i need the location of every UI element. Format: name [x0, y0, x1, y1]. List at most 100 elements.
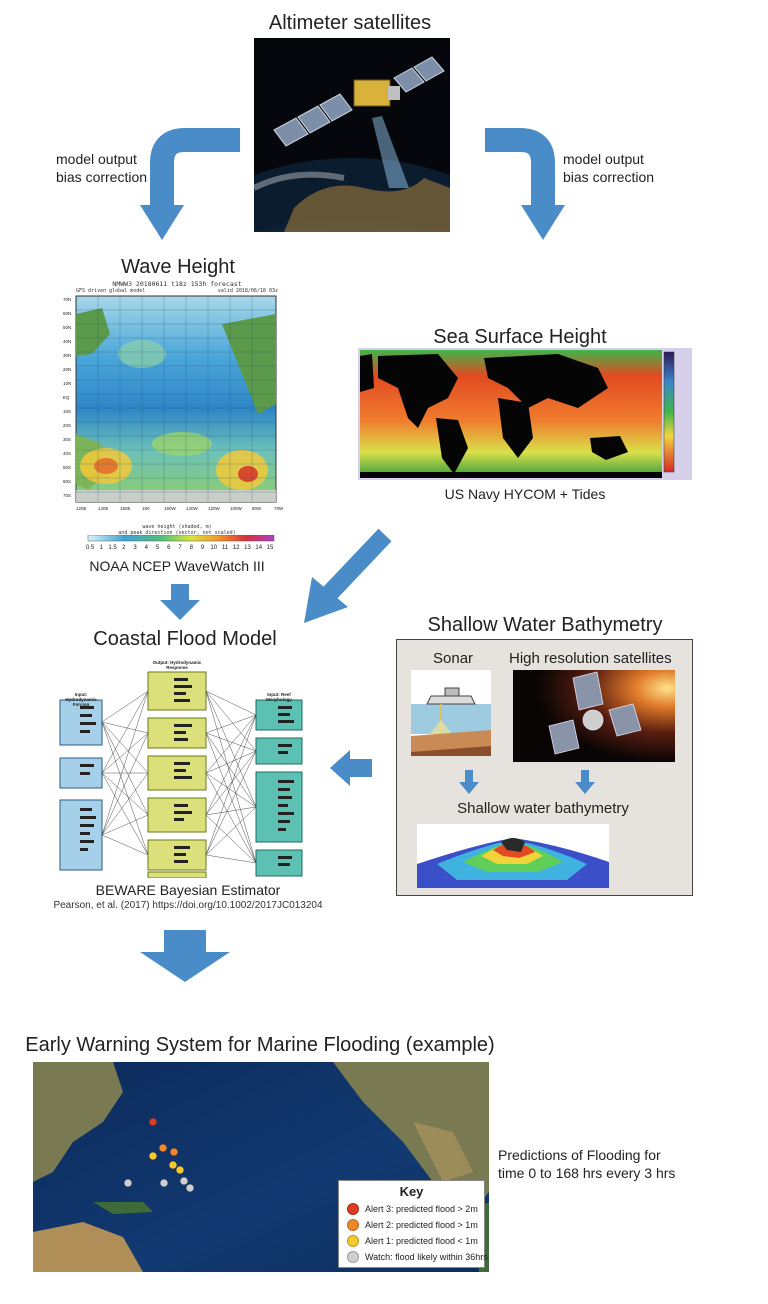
- colorbar-tick-label: 14: [255, 545, 262, 551]
- wave-lat-label: 70N: [63, 297, 71, 302]
- colorbar-tick-label: 1.5: [108, 545, 117, 551]
- colorbar-tick-label: 15: [267, 545, 274, 551]
- alert2-marker: [158, 1143, 168, 1153]
- wave-lat-label: EQ: [63, 395, 70, 400]
- wave-lat-label: 30N: [63, 353, 71, 358]
- left-note-line2: bias correction: [56, 169, 148, 185]
- right-note-line2: bias correction: [563, 169, 655, 185]
- key-alert2: Alert 2: predicted flood > 1m: [347, 1219, 478, 1231]
- input-left-header: Input: Hydrodynamic Forcing: [65, 692, 97, 707]
- satellite-image: [254, 38, 450, 232]
- colorbar-tick-label: 12: [233, 545, 240, 551]
- bathymetry-image: [417, 824, 609, 888]
- wave-height-map: NMWW3 20180611 t18z 153h forecast GFS dr…: [62, 280, 292, 550]
- wave-lon-label: 120W: [208, 506, 221, 511]
- bathy-panel: Sonar High resolution satellites: [396, 639, 693, 896]
- left-curved-arrow: [140, 128, 240, 240]
- alert2-marker: [169, 1147, 179, 1157]
- shallow-label: Shallow water bathymetry: [457, 800, 629, 817]
- beware-network: [59, 671, 303, 878]
- colorbar-tick-label: 13: [244, 545, 251, 551]
- wave-lat-label: 20S: [63, 423, 71, 428]
- key-alert3-label: Alert 3: predicted flood > 2m: [365, 1204, 478, 1214]
- ssh-caption: US Navy HYCOM + Tides: [444, 486, 606, 502]
- key-alert3: Alert 3: predicted flood > 2m: [347, 1203, 478, 1215]
- wave-lon-label: 80W: [252, 506, 262, 511]
- colorbar-tick-label: 1: [100, 545, 104, 551]
- wave-lon-label: 120E: [76, 506, 87, 511]
- wave-lat-label: 50S: [63, 465, 71, 470]
- wave-lat-label: 70S: [63, 493, 71, 498]
- colorbar-tick-label: 11: [222, 545, 229, 551]
- wave-lat-label: 30S: [63, 437, 71, 442]
- left-arrow-bathy: [330, 750, 372, 786]
- wave-lat-label: 10N: [63, 381, 71, 386]
- early-warning-title: Early Warning System for Marine Flooding…: [25, 1034, 495, 1056]
- wave-lon-label: 160W: [164, 506, 177, 511]
- wave-map-plot: 70N60N50N40N30N20N10NEQ10S20S30S40S50S60…: [63, 295, 284, 511]
- wave-lat-label: 60S: [63, 479, 71, 484]
- right-curved-arrow: [485, 128, 565, 240]
- alert2-dot: [347, 1219, 359, 1231]
- key-alert2-label: Alert 2: predicted flood > 1m: [365, 1220, 478, 1230]
- colorbar-tick-label: 3: [133, 545, 137, 551]
- wave-caption: NOAA NCEP WaveWatch III: [89, 558, 265, 574]
- ssh-title: Sea Surface Height: [433, 326, 607, 348]
- satellite-icon-2: [548, 671, 642, 755]
- wave-lon-label: 160E: [120, 506, 131, 511]
- hires-label: High resolution satellites: [509, 650, 672, 667]
- alert1-dot: [347, 1235, 359, 1247]
- predictions-line1: Predictions of Flooding for: [498, 1147, 661, 1163]
- key-title: Key: [399, 1184, 424, 1199]
- wave-map-model: GFS driven global model: [76, 288, 146, 294]
- down-arrow-wave: [160, 584, 200, 620]
- predictions-note: Predictions of Flooding for time 0 to 16…: [498, 1146, 675, 1182]
- predictions-line2: time 0 to 168 hrs every 3 hrs: [498, 1165, 676, 1181]
- wave-lon-label: 180: [142, 506, 150, 511]
- colorbar-tick-label: 2: [122, 545, 126, 551]
- colorbar-tick-label: 8: [190, 545, 194, 551]
- key-watch-label: Watch: flood likely within 36hrs: [365, 1252, 488, 1262]
- colorbar-tick-label: 6: [167, 545, 171, 551]
- key-alert1-label: Alert 1: predicted flood < 1m: [365, 1236, 478, 1246]
- left-note-line1: model output: [56, 151, 137, 167]
- satellite-icon: [273, 56, 445, 147]
- watch-dot: [347, 1251, 359, 1263]
- key-alert1: Alert 1: predicted flood < 1m: [347, 1235, 478, 1247]
- wave-lat-label: 20N: [63, 367, 71, 372]
- input-left-nodes: [59, 699, 103, 871]
- key-watch: Watch: flood likely within 36hrs: [347, 1251, 488, 1263]
- wave-lat-label: 10S: [63, 409, 71, 414]
- hires-satellite-image: [513, 670, 675, 762]
- watch-marker: [123, 1178, 133, 1188]
- watch-marker: [159, 1178, 169, 1188]
- wave-lon-label: 70W: [274, 506, 284, 511]
- right-arrow-note: model output bias correction: [563, 150, 654, 186]
- wave-map-header: NMWW3 20180611 t18z 153h forecast: [112, 280, 242, 288]
- wave-lat-label: 50N: [63, 325, 71, 330]
- wave-footer-1: wave height (shaded, m): [142, 524, 212, 530]
- early-warning-map: [33, 1062, 489, 1272]
- beware-citation: Pearson, et al. (2017) https://doi.org/1…: [53, 900, 323, 911]
- colorbar-tick-label: 10: [210, 545, 217, 551]
- colorbar-tick-label: 5: [156, 545, 160, 551]
- ssh-map: [358, 348, 692, 480]
- output-nodes: [147, 671, 207, 878]
- bathy-title: Shallow Water Bathymetry: [427, 614, 663, 636]
- colorbar-tick-label: 0.5: [86, 545, 95, 551]
- diagonal-arrow-ssh: [304, 528, 392, 623]
- flood-key: Key Alert 3: predicted flood > 2m Alert …: [338, 1180, 488, 1268]
- input-right-nodes: [255, 699, 303, 877]
- left-arrow-note: model output bias correction: [56, 150, 147, 186]
- sonar-label: Sonar: [433, 650, 474, 667]
- wave-map-valid: valid 2018/06/18 03z: [217, 288, 278, 294]
- watch-marker: [179, 1176, 189, 1186]
- wave-footer-2: and peak direction (vector, not scaled): [118, 529, 236, 536]
- output-header: Output: Hydrodynamic Response: [152, 660, 202, 670]
- wave-lat-label: 40N: [63, 339, 71, 344]
- alert3-marker: [148, 1117, 158, 1127]
- right-note-line1: model output: [563, 151, 644, 167]
- colorbar-tick-label: 4: [145, 545, 149, 551]
- down-arrow-early-warning: [140, 930, 230, 982]
